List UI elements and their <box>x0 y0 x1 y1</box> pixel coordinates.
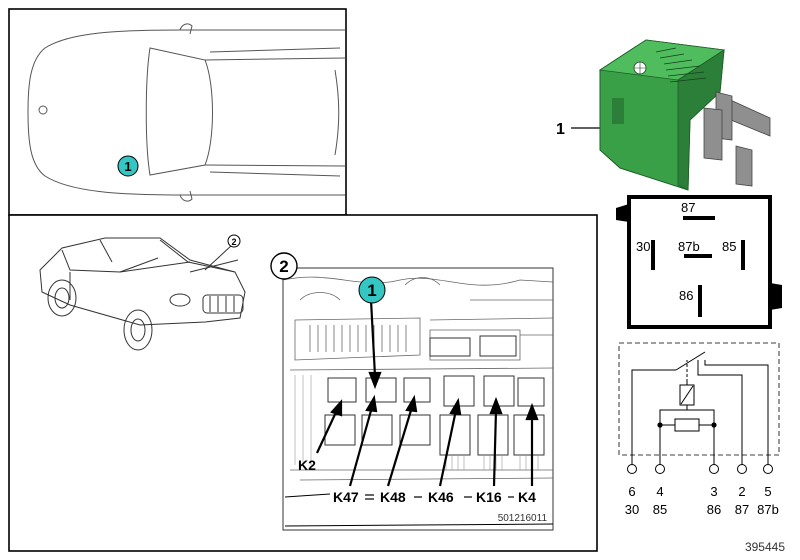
schematic-pin-num-1: 6 <box>628 484 635 499</box>
schematic-pin-term-4: 87 <box>735 502 749 517</box>
car-top-view-panel: 1 <box>8 8 347 216</box>
schematic-pin-num-5: 5 <box>764 484 771 499</box>
car-side-callout-text: 2 <box>231 237 236 247</box>
schematic-pin-num-3: 3 <box>710 484 717 499</box>
schematic-pin-term-1: 30 <box>625 502 639 517</box>
pin-label-85: 85 <box>722 239 736 254</box>
schematic-pin-num-4: 2 <box>738 484 745 499</box>
fusebox-drawing: 2 1 K2 K47 K48 K46 K16 K4 <box>270 252 554 531</box>
fusebox-callout-text: 2 <box>279 257 288 276</box>
slot-label-k48: K48 <box>380 489 406 505</box>
slot-label-k2: K2 <box>298 457 316 473</box>
fusebox-panel: 2 <box>8 214 598 552</box>
part-number-label: 1 <box>556 121 565 138</box>
pin-label-87: 87 <box>681 200 695 215</box>
slot-label-k47: K47 <box>333 489 359 505</box>
fusebox-relay-callout-text: 1 <box>367 281 376 300</box>
schematic-pin-term-2: 85 <box>653 502 667 517</box>
relay-schematic: 6 30 4 85 3 86 2 87 5 87b <box>618 342 780 517</box>
pin-label-86: 86 <box>679 288 693 303</box>
relay-pin-layout: 87 30 87b 85 86 <box>616 195 782 329</box>
car-top-callout: 1 <box>117 155 139 177</box>
diagram-id: 395445 <box>745 540 785 554</box>
relay-photo: 1 <box>556 39 771 191</box>
slot-label-k46: K46 <box>428 489 454 505</box>
car-side-callout: 2 <box>227 234 241 248</box>
fusebox-ref-code: 501216011 <box>498 513 548 524</box>
car-top-callout-text: 1 <box>124 159 131 174</box>
schematic-pin-term-3: 86 <box>707 502 721 517</box>
slot-label-k16: K16 <box>476 489 502 505</box>
schematic-pin-term-5: 87b <box>757 502 779 517</box>
schematic-pin-num-2: 4 <box>656 484 663 499</box>
slot-label-k4: K4 <box>518 489 536 505</box>
pin-label-87b: 87b <box>678 239 700 254</box>
car-3d-sketch <box>39 237 246 351</box>
pin-label-30: 30 <box>636 239 650 254</box>
fusebox-callout: 2 <box>270 252 298 280</box>
fusebox-relay-callout: 1 <box>358 276 386 304</box>
